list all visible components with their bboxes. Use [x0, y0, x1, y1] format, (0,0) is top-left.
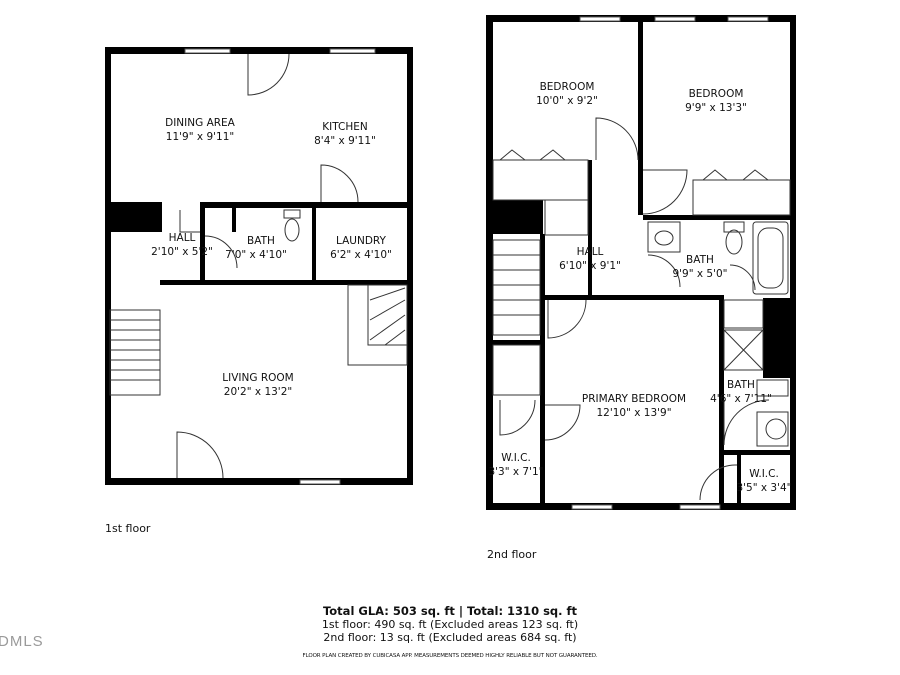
- room-name: BEDROOM: [540, 81, 595, 93]
- room-size: 9'9" x 13'3": [685, 102, 747, 114]
- room-name: W.I.C.: [749, 468, 779, 480]
- room-size: 4'6" x 7'11": [710, 393, 772, 405]
- stairs-first-floor: [109, 284, 408, 396]
- walls-first-floor: [105, 47, 413, 485]
- room-size: 6'10" x 9'1": [559, 260, 621, 272]
- room-size: 20'2" x 13'2": [224, 386, 292, 398]
- room-size: 7'0" x 4'10": [225, 249, 287, 261]
- floor-label: 2nd floor: [487, 548, 537, 561]
- room-name: HALL: [169, 232, 196, 244]
- windows-first-floor: [184, 48, 376, 485]
- room-name: HALL: [577, 246, 604, 258]
- stairs-second-floor: [492, 239, 541, 336]
- room-size: 2'10" x 5'2": [151, 246, 213, 258]
- room-size: 12'10" x 13'9": [596, 407, 671, 419]
- first-floor-area: 1st floor: 490 sq. ft (Excluded areas 12…: [321, 618, 579, 631]
- doors-first-floor: [176, 53, 359, 479]
- room-name: W.I.C.: [501, 452, 531, 464]
- second-floor-plan: BEDROOM 10'0" x 9'2" BEDROOM 9'9" x 13'3…: [486, 15, 796, 561]
- room-name: BATH: [727, 379, 755, 391]
- watermark-logo: DMLS: [0, 633, 44, 650]
- room-name: LAUNDRY: [336, 235, 387, 247]
- first-floor-plan: DINING AREA 11'9" x 9'11" KITCHEN 8'4" x…: [105, 47, 413, 535]
- room-size: 10'0" x 9'2": [536, 95, 598, 107]
- room-size: 3'5" x 3'4": [736, 482, 791, 494]
- room-name: LIVING ROOM: [222, 372, 293, 384]
- second-floor-area: 2nd floor: 13 sq. ft (Excluded areas 684…: [323, 631, 577, 644]
- closets-second-floor: [492, 149, 791, 396]
- room-size: 8'4" x 9'11": [314, 135, 376, 147]
- room-name: BEDROOM: [689, 88, 744, 100]
- doors-second-floor: [499, 117, 770, 501]
- room-size: 3'3" x 7'1": [488, 466, 543, 478]
- windows-second-floor: [571, 16, 769, 510]
- total-area: Total GLA: 503 sq. ft | Total: 1310 sq. …: [322, 604, 578, 618]
- room-name: BATH: [247, 235, 275, 247]
- room-size: 6'2" x 4'10": [330, 249, 392, 261]
- room-name: KITCHEN: [322, 121, 368, 133]
- room-name: BATH: [686, 254, 714, 266]
- walls-second-floor: [486, 15, 796, 510]
- bath-fixtures: [647, 221, 789, 447]
- room-name: PRIMARY BEDROOM: [582, 393, 686, 405]
- room-size: 11'9" x 9'11": [166, 131, 234, 143]
- floor-label: 1st floor: [105, 522, 151, 535]
- toilet-icon: [283, 209, 301, 242]
- disclaimer: FLOOR PLAN CREATED BY CUBICASA APP. MEAS…: [302, 653, 598, 659]
- room-name: DINING AREA: [165, 117, 236, 129]
- room-size: 9'9" x 5'0": [672, 268, 727, 280]
